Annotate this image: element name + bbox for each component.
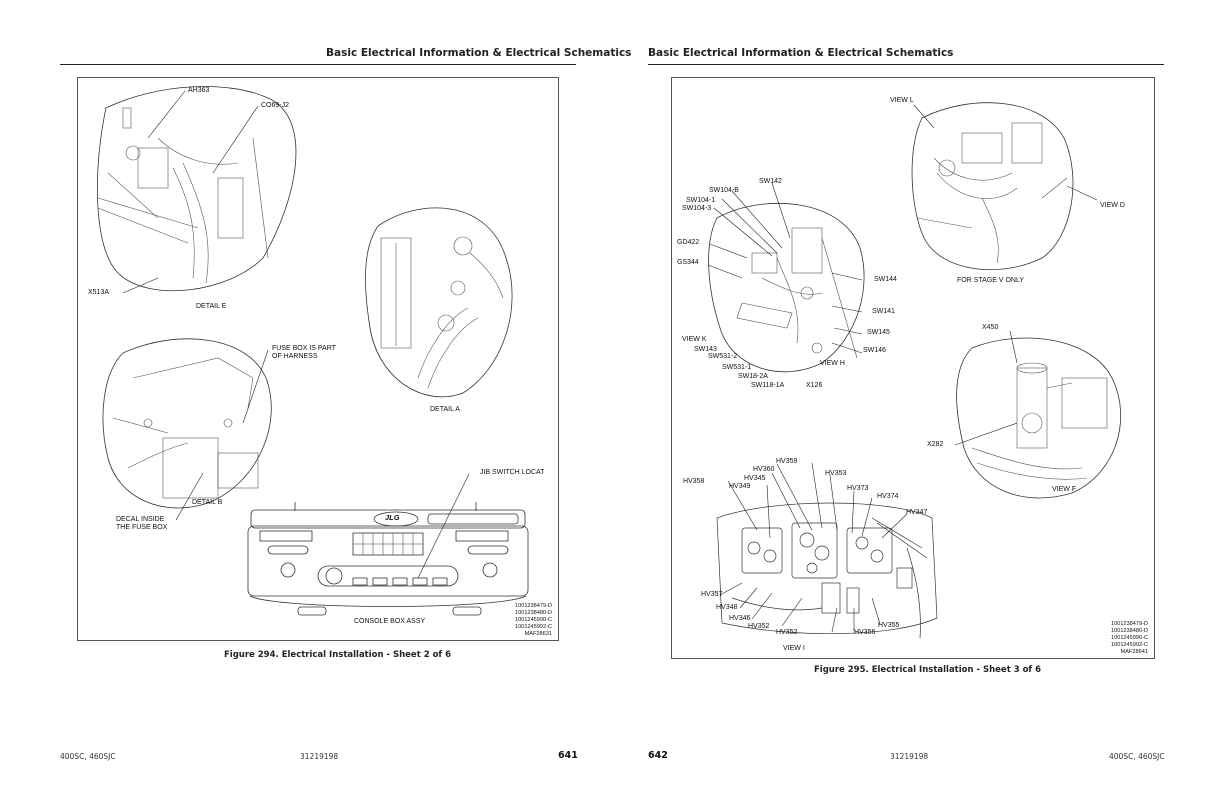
callout-decal-note: DECAL INSIDE THE FUSE BOX [116, 516, 168, 532]
callout-hv347: HV347 [906, 509, 928, 516]
callout-co69-j2: CO69-J2 [261, 102, 290, 109]
label-for-stage-v: FOR STAGE V ONLY [957, 277, 1025, 284]
label-view-k: VIEW K [682, 336, 707, 343]
label-view-f: VIEW F [1052, 486, 1077, 493]
left-page: Basic Electrical Information & Electrica… [60, 47, 631, 761]
callout-hv358: HV358 [683, 478, 705, 485]
callout-hv353: HV353 [825, 470, 847, 477]
label-view-h: VIEW H [820, 360, 845, 367]
callout-hv356: HV356 [854, 629, 876, 636]
callout-fuse-box-note: FUSE BOX IS PART OF HARNESS [272, 345, 336, 361]
callout-sw143: SW143 [694, 346, 717, 353]
view-l-outline [911, 102, 1074, 271]
callout-hv357: HV357 [701, 591, 723, 598]
callout-sw142: SW142 [759, 178, 782, 185]
callout-hv349: HV349 [729, 483, 751, 490]
callout-sw146: SW146 [863, 347, 886, 354]
callout-jib-switch: JIB SWITCH LOCAT [480, 469, 545, 476]
detail-b-outline [102, 338, 272, 509]
view-k-outline [708, 202, 865, 373]
label-console-box-assy: CONSOLE BOX ASSY [354, 618, 426, 625]
label-detail-a: DETAIL A [430, 406, 460, 413]
figure-caption: Figure 294. Electrical Installation - Sh… [224, 650, 452, 660]
footer-doc-number: 31219198 [300, 752, 339, 761]
footer-doc-number: 31219198 [890, 752, 929, 761]
detail-e-outline [96, 86, 297, 292]
footer-page-number: 642 [648, 750, 668, 761]
callout-sw531-2: SW531-2 [708, 353, 738, 360]
label-view-l: VIEW L [890, 97, 914, 104]
callout-x450: X450 [982, 324, 999, 331]
console-box-drawing [247, 502, 529, 616]
right-page: Basic Electrical Information & Electrica… [612, 0, 1224, 792]
callout-hv360: HV360 [753, 466, 775, 473]
part-numbers: 1001238479-D 1001238480-D 1001245990-C 1… [514, 603, 552, 637]
header-rule [60, 64, 576, 65]
header-rule [648, 64, 1164, 65]
figure-caption: Figure 295. Electrical Installation - Sh… [814, 665, 1042, 675]
callout-x126: X126 [806, 382, 823, 389]
footer-model: 400SC, 460SJC [60, 752, 116, 761]
footer-model: 400SC, 460SJC [1109, 752, 1165, 761]
callout-gs344: GS344 [677, 259, 699, 266]
callout-sw141: SW141 [872, 308, 895, 315]
callout-hv374: HV374 [877, 493, 899, 500]
callout-x282: X282 [927, 441, 944, 448]
callout-ah363: AH363 [188, 87, 210, 94]
figure-295-frame: VIEW L VIEW D FOR STAGE V ONLY SW142 SW1… [671, 77, 1155, 659]
callout-sw118-1a: SW118-1A [751, 382, 785, 389]
label-detail-e: DETAIL E [196, 303, 227, 310]
callout-sw531-1: SW531-1 [722, 364, 752, 371]
console-logo: JLG [385, 513, 400, 522]
callout-gd422: GD422 [677, 239, 700, 246]
label-view-i: VIEW I [783, 645, 805, 652]
callout-hv359: HV359 [776, 458, 798, 465]
label-detail-b: DETAIL B [192, 499, 223, 506]
callout-sw104-1: SW104-1 [686, 197, 716, 204]
figure-294-drawing [96, 86, 529, 616]
view-f-outline [956, 337, 1122, 499]
callout-hv352-b: HV352 [776, 629, 798, 636]
callout-sw145: SW145 [867, 329, 890, 336]
part-numbers: 1001238479-D 1001238480-D 1001245990-C 1… [1110, 621, 1148, 655]
label-view-d: VIEW D [1100, 202, 1125, 209]
callout-hv373: HV373 [847, 485, 869, 492]
callout-hv355: HV355 [878, 622, 900, 629]
callout-hv345: HV345 [744, 475, 766, 482]
callout-hv348: HV348 [716, 604, 738, 611]
figure-294-frame: AH363 CO69-J2 X513A DETAIL E DETAIL A FU… [77, 77, 559, 641]
view-i-drawing [716, 502, 938, 639]
callout-sw104-b: SW104-B [709, 187, 739, 194]
callout-sw104-3: SW104-3 [682, 205, 712, 212]
page-header: Basic Electrical Information & Electrica… [326, 47, 632, 59]
page-header: Basic Electrical Information & Electrica… [648, 47, 954, 59]
callout-hv346: HV346 [729, 615, 751, 622]
footer-page-number: 641 [558, 750, 578, 761]
figure-295-drawing [707, 102, 1122, 639]
callout-sw18-2a: SW18-2A [738, 373, 768, 380]
callout-sw144: SW144 [874, 276, 897, 283]
callout-hv352-a: HV352 [748, 623, 770, 630]
callout-x513a: X513A [88, 289, 110, 296]
detail-a-outline [365, 207, 513, 398]
